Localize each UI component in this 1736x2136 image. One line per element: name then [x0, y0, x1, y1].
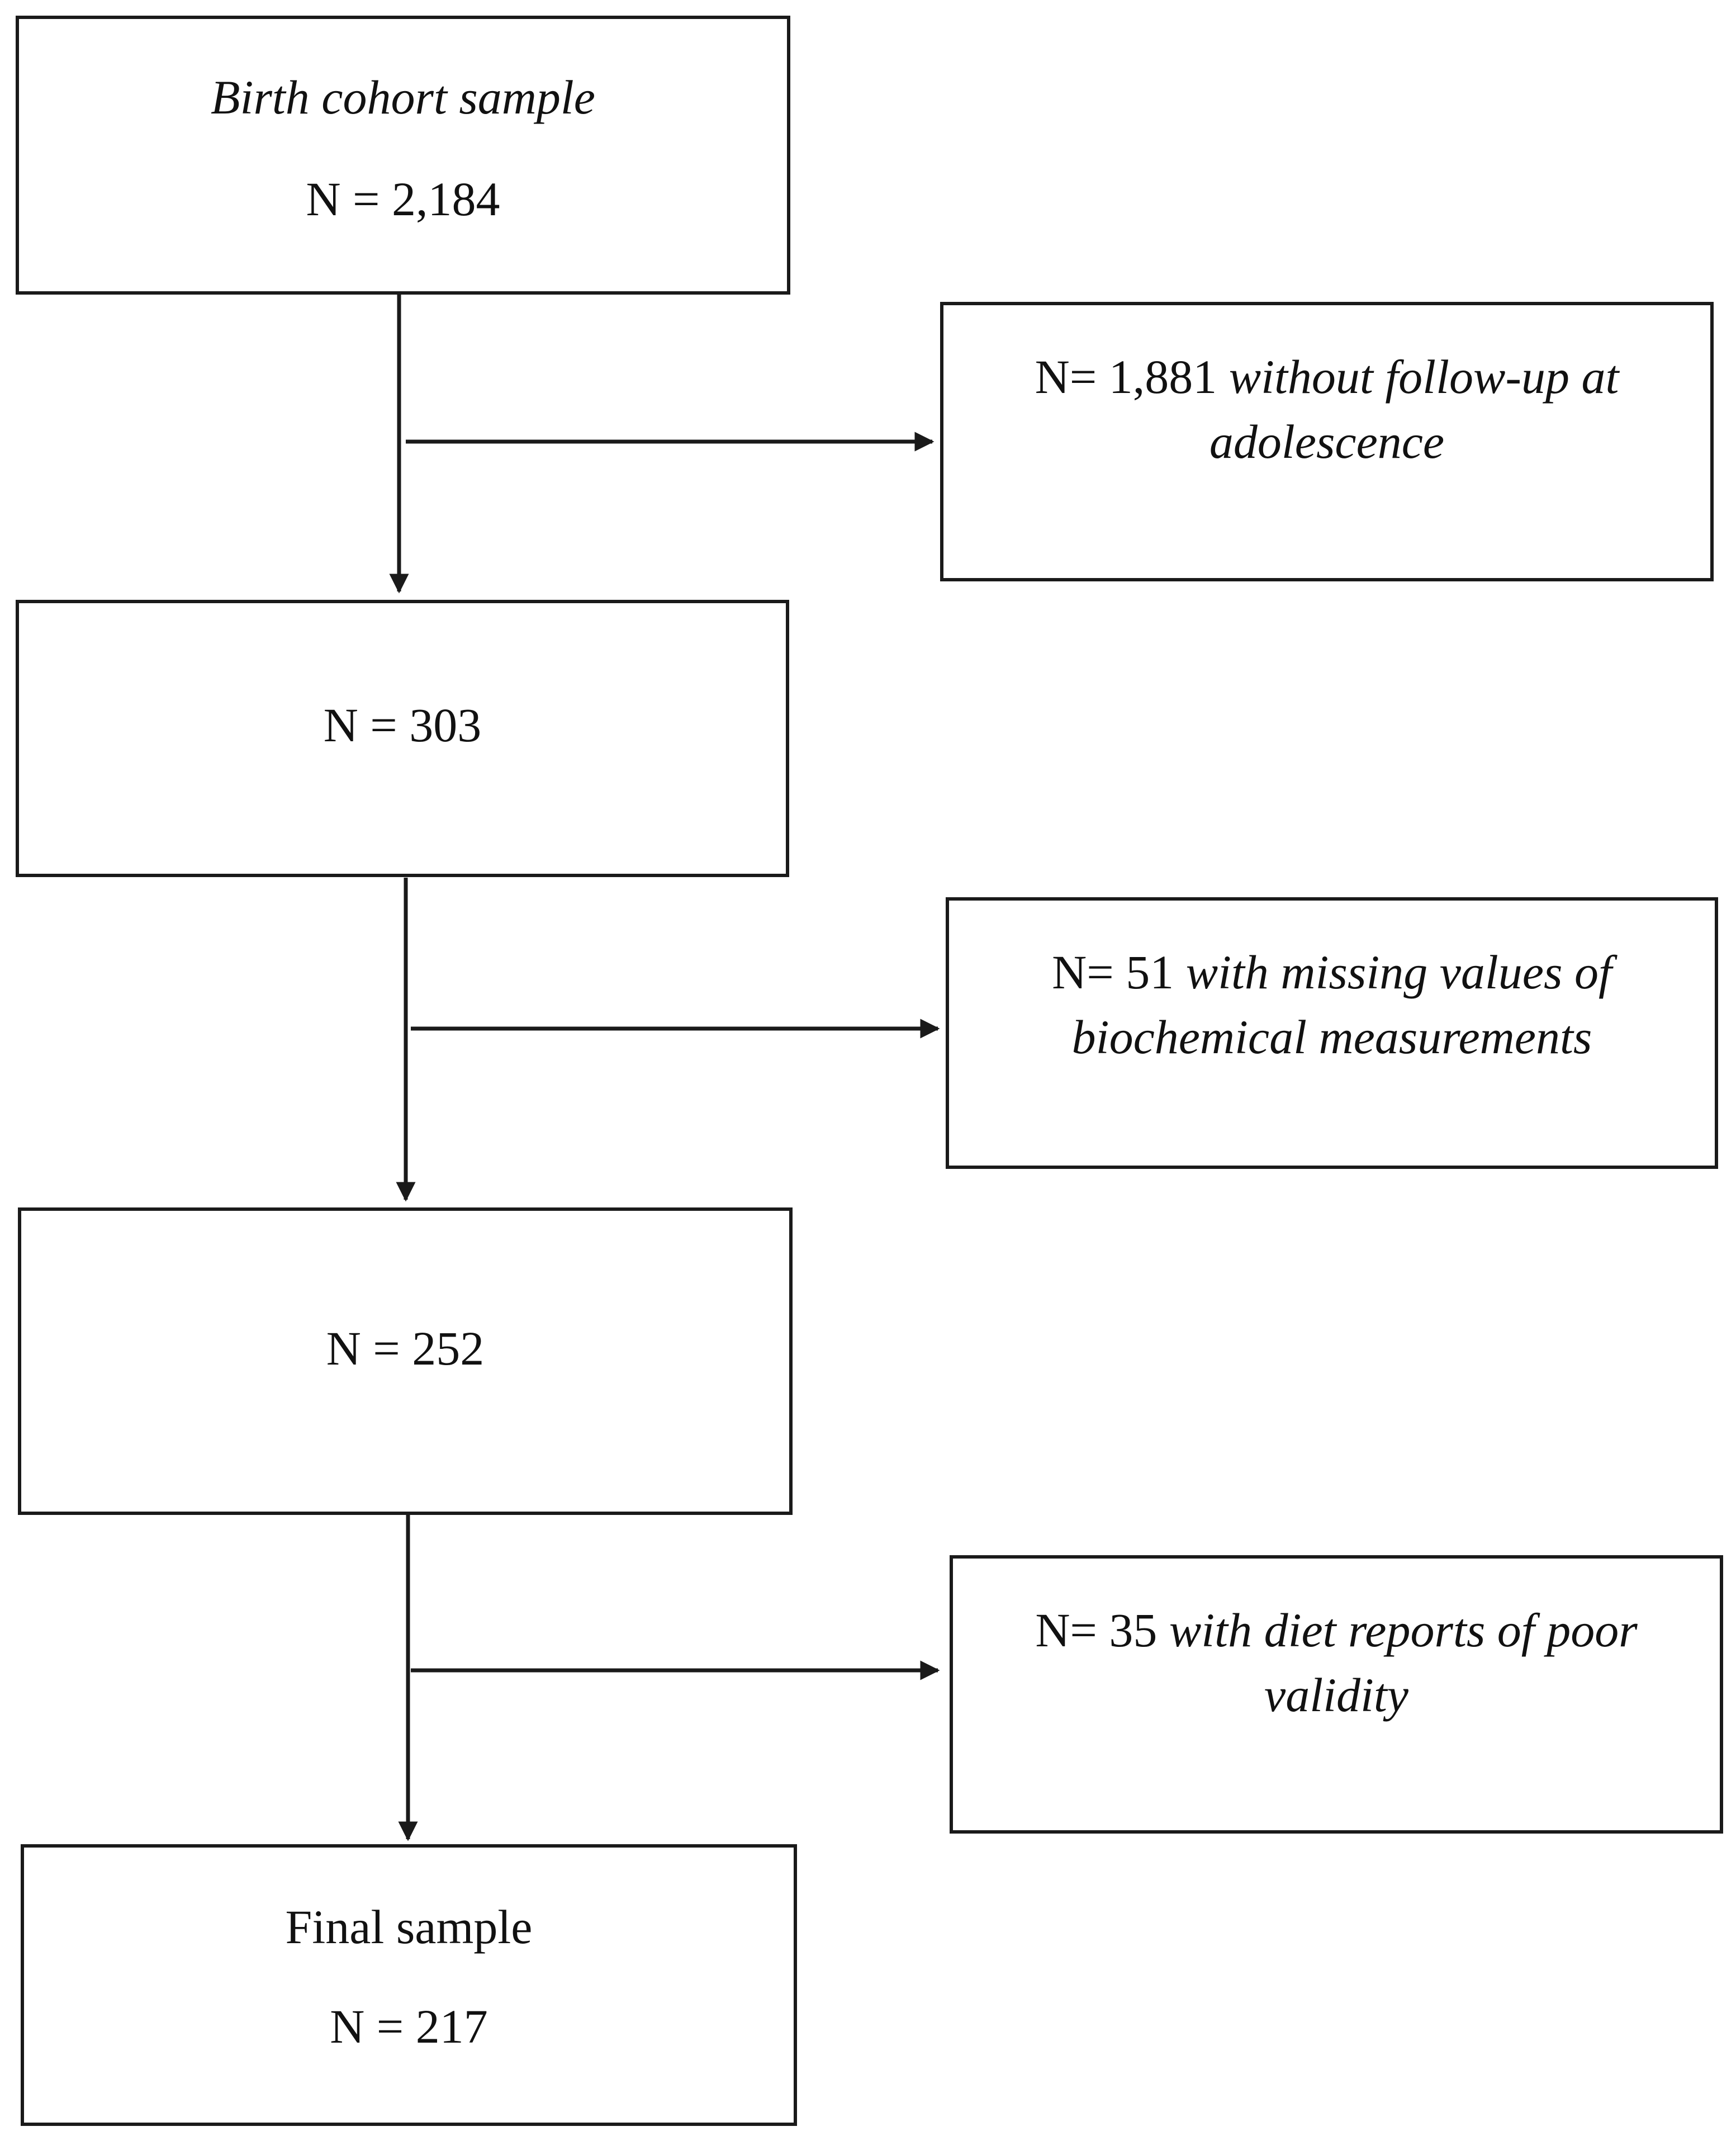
birth-cohort-label: Birth cohort sample [211, 70, 595, 124]
birth-cohort-count: N = 2,184 [306, 172, 500, 226]
after-followup-box: N = 303 [16, 600, 789, 877]
exclusion-biochem-box: N= 51 with missing values of biochemical… [946, 897, 1718, 1169]
exclusion-followup-count: N= 1,881 [1035, 350, 1217, 404]
exclusion-diet-text: N= 35 with diet reports of poor validity [975, 1598, 1697, 1727]
exclusion-biochem-count: N= 51 [1052, 945, 1174, 999]
final-sample-box: Final sample N = 217 [21, 1844, 797, 2126]
exclusion-followup-text: N= 1,881 without follow-up at adolescenc… [966, 344, 1688, 474]
after-biochem-box: N = 252 [18, 1207, 793, 1515]
exclusion-biochem-reason: with missing values of biochemical measu… [1071, 945, 1612, 1064]
exclusion-biochem-text: N= 51 with missing values of biochemical… [971, 940, 1692, 1069]
final-sample-label: Final sample [285, 1900, 533, 1954]
exclusion-followup-box: N= 1,881 without follow-up at adolescenc… [940, 302, 1714, 581]
after-biochem-count: N = 252 [326, 1322, 485, 1375]
exclusion-diet-count: N= 35 [1035, 1603, 1158, 1657]
exclusion-followup-reason: without follow-up at adolescence [1209, 350, 1619, 468]
exclusion-diet-box: N= 35 with diet reports of poor validity [950, 1555, 1723, 1834]
final-sample-count: N = 217 [330, 2000, 488, 2053]
after-followup-count: N = 303 [323, 698, 482, 752]
birth-cohort-box: Birth cohort sample N = 2,184 [16, 16, 790, 295]
exclusion-diet-reason: with diet reports of poor validity [1169, 1603, 1638, 1722]
